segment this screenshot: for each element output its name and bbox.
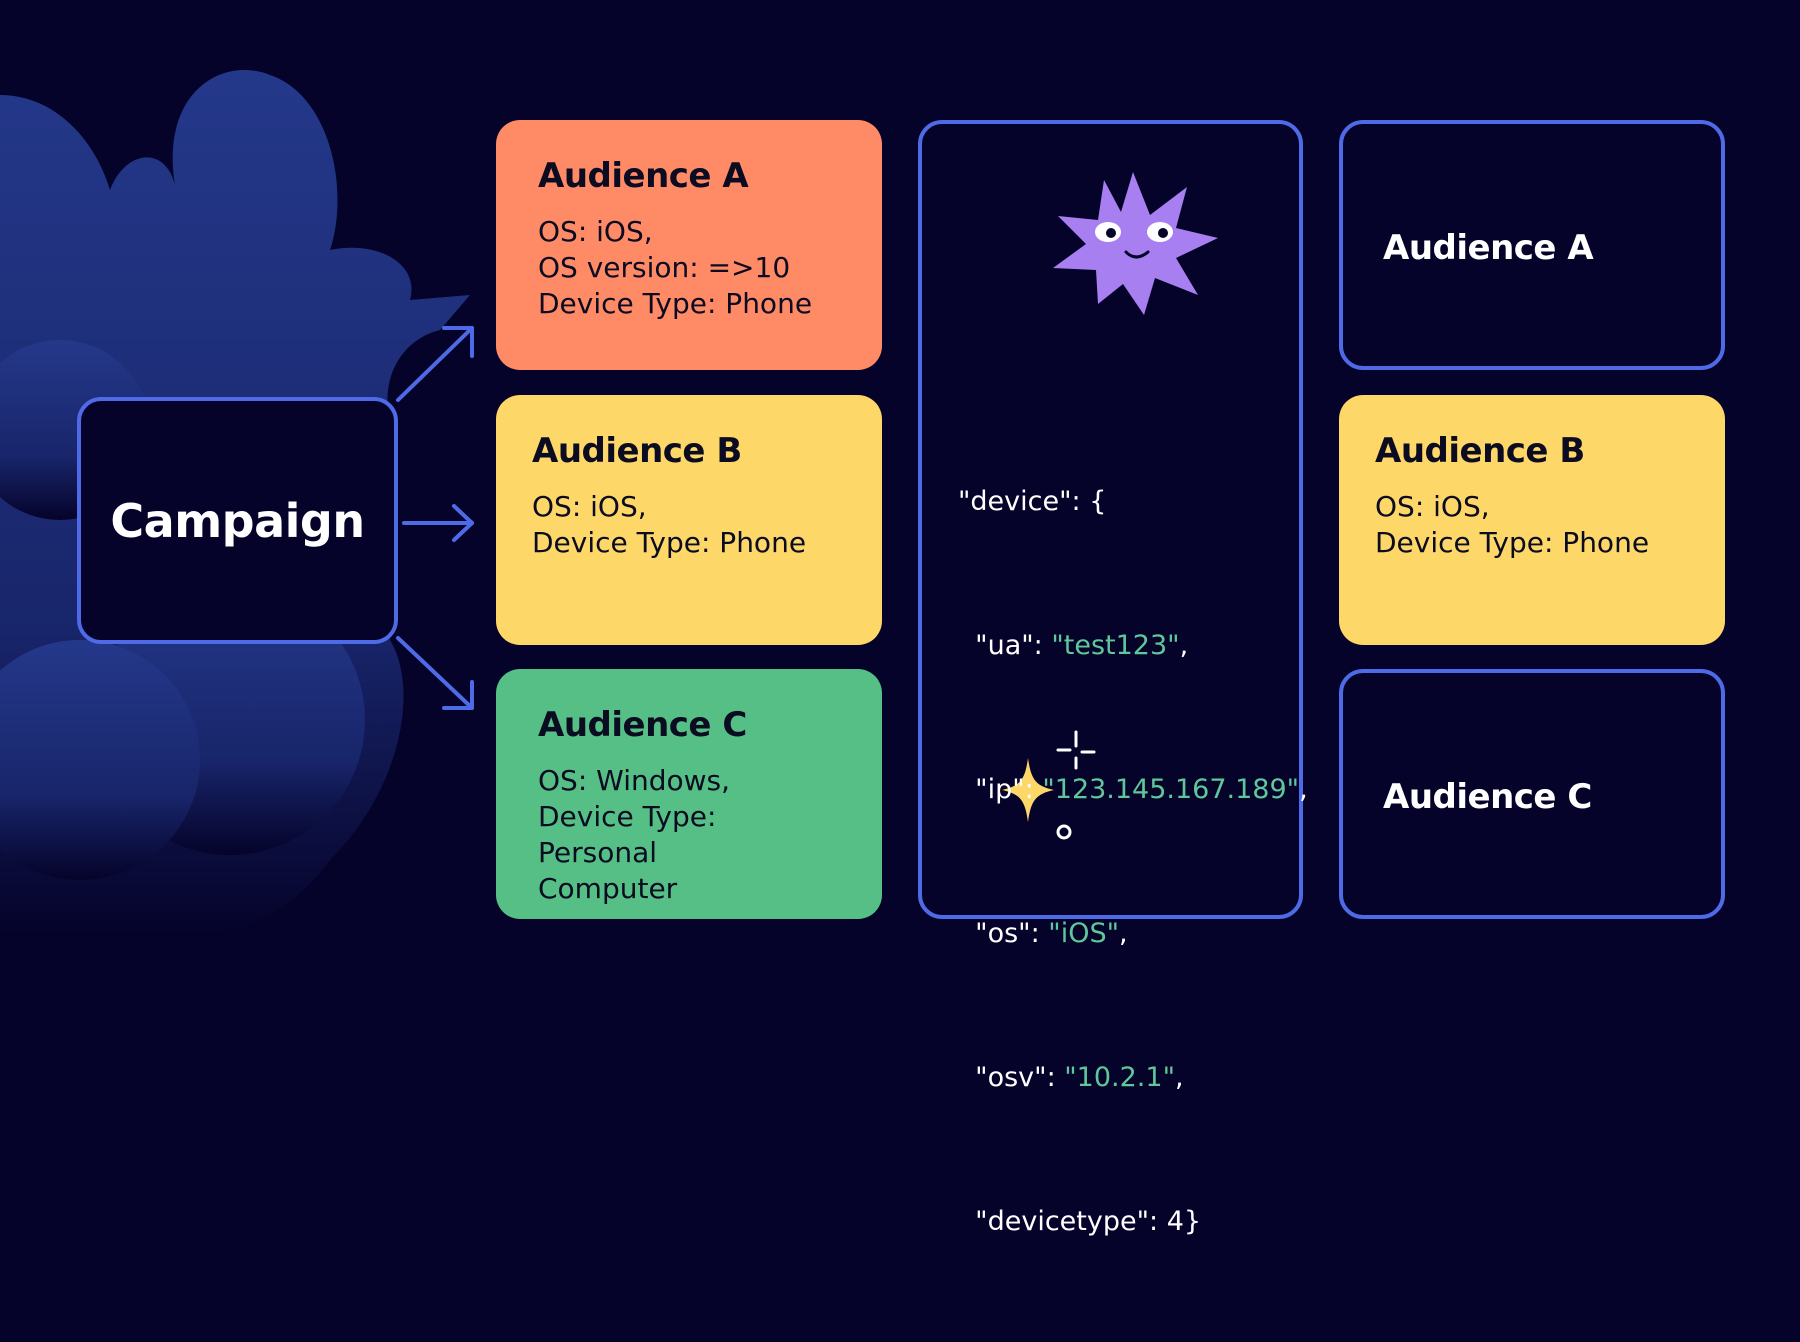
json-line: "ua": "test123", (958, 622, 1308, 670)
json-value: "test123" (1051, 630, 1180, 661)
result-audience-c-title: Audience C (1383, 777, 1592, 817)
json-key: "devicetype": 4} (975, 1206, 1202, 1237)
arrow-icon (396, 326, 474, 402)
json-key: "os": (975, 918, 1049, 949)
campaign-box: Campaign (77, 397, 398, 644)
device-request-panel: "device": { "ua": "test123", "ip": "123.… (918, 120, 1308, 1237)
json-value: "123.145.167.189" (1042, 774, 1300, 805)
result-audience-b-line: OS: iOS, (1375, 490, 1490, 523)
json-tail: , (1179, 630, 1189, 661)
result-audience-a-title: Audience A (1383, 228, 1594, 268)
json-tail: , (1119, 918, 1128, 949)
json-line: "os": "iOS", (958, 910, 1308, 958)
json-key: "ua": (975, 630, 1052, 661)
panel-decorations (1002, 172, 1218, 840)
audience-a-line: Device Type: Phone (538, 287, 813, 320)
audience-c-title: Audience C (538, 705, 747, 745)
device-json-code: "device": { "ua": "test123", "ip": "123.… (958, 382, 1308, 1342)
audience-a-line: OS: iOS, (538, 215, 653, 248)
result-audience-a-box: Audience A (1339, 120, 1725, 370)
json-value: "iOS" (1048, 918, 1120, 949)
audience-b-title: Audience B (532, 431, 742, 471)
json-line: "osv": "10.2.1", (958, 1054, 1308, 1102)
arrows (396, 326, 474, 710)
result-audience-b-title: Audience B (1375, 431, 1585, 471)
audience-a-title: Audience A (538, 156, 749, 196)
audience-c-card: Audience C OS: Windows, Device Type: Per… (496, 669, 882, 919)
audience-b-line: Device Type: Phone (532, 526, 807, 559)
star-mascot-icon (1053, 172, 1218, 315)
audience-c-line: OS: Windows, (538, 764, 731, 797)
arrow-icon (396, 636, 474, 710)
campaign-label: Campaign (110, 493, 365, 548)
json-tail: , (1174, 1062, 1184, 1093)
json-tail: , (1299, 774, 1308, 805)
sparkle-icon (1002, 730, 1096, 840)
audience-a-line: OS version: =>10 (538, 251, 791, 284)
json-key: "ip": (975, 774, 1043, 805)
audience-c-line: Computer (538, 872, 678, 905)
json-value: "10.2.1" (1064, 1062, 1175, 1093)
audience-targeting-diagram: Campaign Audience A OS: iOS, OS version:… (0, 69, 1725, 1237)
result-audience-b-card: Audience B OS: iOS, Device Type: Phone (1339, 395, 1725, 645)
result-audience-c-box: Audience C (1339, 669, 1725, 919)
audience-b-card: Audience B OS: iOS, Device Type: Phone (496, 395, 882, 645)
result-audience-b-line: Device Type: Phone (1375, 526, 1650, 559)
audience-a-card: Audience A OS: iOS, OS version: =>10 Dev… (496, 120, 882, 370)
json-line: "devicetype": 4} (958, 1198, 1308, 1246)
audience-b-line: OS: iOS, (532, 490, 647, 523)
json-line: "device": { (958, 486, 1107, 517)
audience-c-line: Device Type: Personal (538, 800, 717, 869)
json-line: "ip": "123.145.167.189", (958, 766, 1308, 814)
json-key: "osv": (975, 1062, 1065, 1093)
